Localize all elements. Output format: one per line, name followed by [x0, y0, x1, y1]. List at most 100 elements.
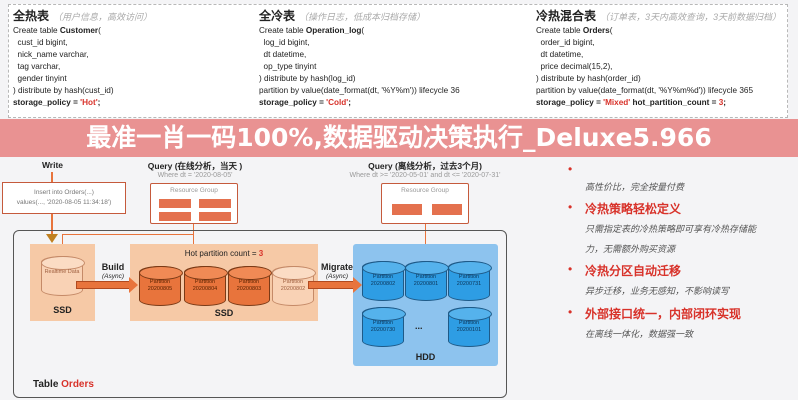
build-label: Build	[101, 262, 125, 272]
connector	[425, 224, 426, 244]
code: Create table	[536, 26, 583, 35]
build-arrow	[76, 277, 138, 293]
code-line: ) distribute by hash(cust_id)	[13, 86, 114, 95]
code: (	[361, 26, 365, 35]
partition-cylinder: Partition 20200730	[362, 307, 406, 347]
write-label: Write	[41, 160, 64, 170]
insert-line: Insert into Orders(...)	[34, 189, 94, 196]
ellipsis: ...	[415, 321, 423, 331]
bullet-icon: •	[568, 262, 573, 276]
connector	[62, 234, 63, 244]
hdd-partitions: Partition 20200802 Partition 20200801 Pa…	[353, 244, 498, 366]
migrate-label: Migrate	[320, 262, 353, 272]
mixed-table-block: 冷热混合表（订单表，3天内高效查询，3天前数据归档） Create table O…	[536, 8, 781, 109]
code: Create table	[259, 26, 306, 35]
hot-table-block: 全热表（用户信息，高效访问）Create table Customer( cus…	[13, 8, 152, 109]
insert-box: Insert into Orders(...) values(..., '202…	[2, 182, 126, 214]
table-definitions: 全热表（用户信息，高效访问）Create table Customer( cus…	[8, 4, 788, 118]
code: ;	[348, 98, 351, 107]
code: ;	[97, 98, 101, 107]
bullet-icon: •	[568, 162, 573, 176]
feature-desc: 异步迁移，业务无感知，不影响读写	[585, 286, 730, 296]
code-line: partition by value(date_format(dt, '%Y%m…	[259, 86, 460, 95]
realtime-data-cylinder: Realtime Data	[41, 256, 85, 296]
query-offline-title: Query (离线分析，过去3个月)	[368, 161, 482, 171]
code-line: cust_id bigint,	[13, 38, 68, 47]
block-title: 全热表	[13, 9, 50, 23]
table-name: Customer	[59, 26, 99, 35]
partition-cylinder: Partition 20200804	[184, 266, 228, 306]
feature-desc: 只需指定表的冷热策略即可享有冷热存储能	[585, 224, 757, 234]
feature-title: 冷热策略轻松定义	[585, 202, 682, 216]
code-line: ) distribute by hash(log_id)	[259, 74, 356, 83]
code-line: ) distribute by hash(order_id)	[536, 74, 641, 83]
hot-count-label: Hot partition count =	[184, 249, 259, 258]
block-title: 全冷表	[259, 9, 296, 23]
feature-desc: 高性价比，完全按量付费	[585, 182, 685, 192]
resource-group-label: Resource Group	[170, 187, 218, 194]
connector	[62, 234, 194, 235]
table-orders-frame	[13, 230, 507, 398]
code: (	[609, 26, 613, 35]
feature-desc: 力，无需额外购买资源	[585, 244, 676, 254]
arrow-down-icon	[46, 234, 58, 243]
policy-key: storage_policy =	[13, 98, 81, 107]
ssd-label: SSD	[53, 305, 72, 315]
resource-group-label: Resource Group	[401, 187, 449, 194]
code-line: tag varchar,	[13, 62, 61, 71]
block-title: 冷热混合表	[536, 9, 597, 23]
partition-cylinder: Partition 20200802	[362, 261, 406, 301]
partition-cylinder: Partition 20200803	[228, 266, 272, 306]
banner-line: 6	[694, 123, 712, 152]
block-note: （用户信息，高效访问）	[53, 12, 153, 22]
table-label: Table	[33, 379, 62, 390]
code: (	[98, 26, 101, 35]
feature-title: 冷热分区自动迁移	[585, 264, 682, 278]
code-line: nick_name varchar,	[13, 50, 89, 59]
table-name: Orders	[582, 26, 610, 35]
policy-key: storage_policy =	[536, 98, 604, 107]
policy-value: 'Hot'	[80, 98, 98, 107]
policy-value: 'Cold'	[326, 98, 349, 107]
bullet-icon: •	[568, 305, 573, 319]
feature-title: 外部接口统一，内部闭环实现	[585, 307, 742, 321]
build-async: (Async)	[101, 273, 125, 280]
block-note: （订单表，3天内高效查询，3天前数据归档）	[600, 12, 782, 22]
cold-table-block: 全冷表（操作日志，低成本归档存储） Create table Operation_…	[259, 8, 460, 109]
policy-value: 'Mixed'	[603, 98, 631, 107]
banner-line: 最准一肖一码100%,数据驱动决策执行_Deluxe5.96	[86, 123, 695, 152]
code: ;	[723, 98, 727, 107]
query-online-where: Where dt = '2020-08-05'	[157, 172, 233, 179]
migrate-arrow	[308, 277, 362, 293]
hot-count-value: 3	[258, 249, 264, 258]
code-line: dt datetime,	[536, 50, 584, 59]
table-name: Orders	[61, 379, 94, 390]
ssd-hot-partitions: Hot partition count = 3 Partition 202008…	[130, 244, 318, 321]
insert-line: values(..., '2020-08-05 11:34:18')	[16, 199, 112, 206]
resource-group-online: Resource Group	[150, 183, 238, 224]
policy-extra: hot_partition_count =	[630, 98, 719, 107]
policy-key: storage_policy =	[259, 98, 327, 107]
code-line: gender tinyint	[13, 74, 67, 83]
partition-cylinder: Partition 20200801	[405, 261, 449, 301]
code-line: price decimal(15,2),	[536, 62, 613, 71]
resource-group-offline: Resource Group	[381, 183, 469, 224]
bullet-icon: •	[568, 200, 573, 214]
feature-desc: 在离线一体化，数据强一致	[585, 329, 694, 339]
table-name: Operation_log	[305, 26, 362, 35]
code-line: partition by value(date_format(dt, '%Y%m…	[536, 86, 754, 95]
policy-count: 3	[718, 98, 724, 107]
code-line: dt datetime,	[259, 50, 307, 59]
block-note: （操作日志，低成本归档存储）	[299, 12, 426, 22]
partition-cylinder: Partition 20200101	[448, 307, 492, 347]
code-line: op_type tinyint	[259, 62, 317, 71]
partition-cylinder: Partition 20200731	[448, 261, 492, 301]
code-line: log_id bigint,	[259, 38, 310, 47]
partition-cylinder: Partition 20200805	[139, 266, 183, 306]
query-online-title: Query (在线分析，当天 )	[147, 161, 243, 171]
query-offline-where: Where dt >= '2020-05-01' and dt <= '2020…	[349, 172, 501, 179]
hdd-label: HDD	[415, 352, 436, 362]
ssd-label: SSD	[214, 308, 234, 318]
migrate-async: (Async)	[325, 273, 349, 280]
